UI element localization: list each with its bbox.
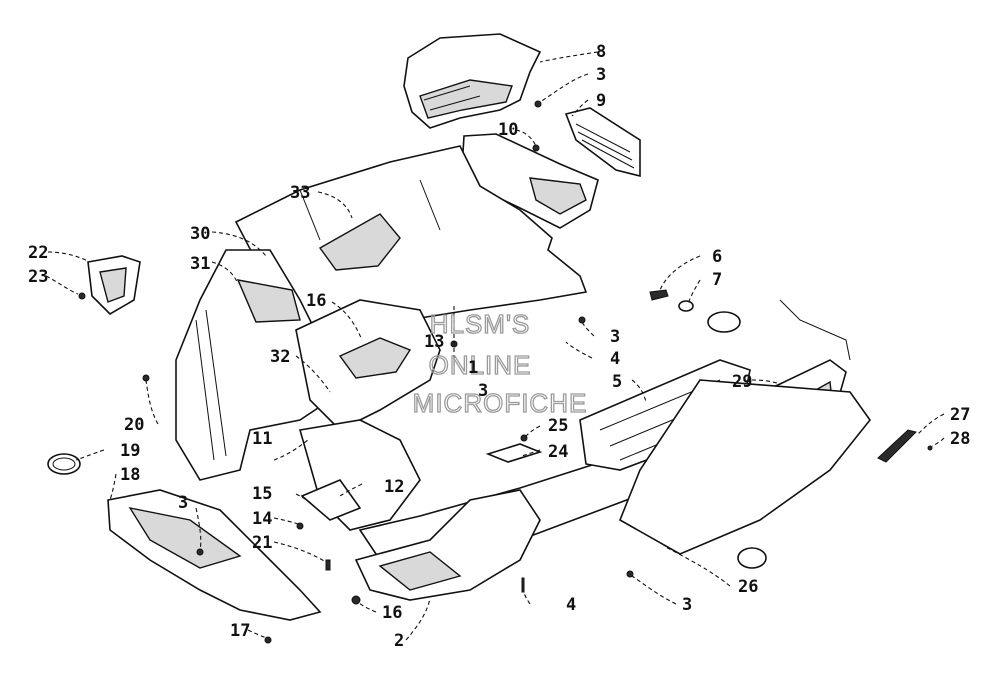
part-32-inner-panel — [295, 299, 441, 431]
callout-3: 3 — [178, 493, 188, 513]
callout-11: 11 — [252, 429, 272, 449]
part-19-ring — [47, 453, 81, 475]
callout-3: 3 — [478, 381, 488, 401]
part-18-front-bumper — [107, 489, 322, 621]
callout-5: 5 — [612, 372, 622, 392]
callout-2: 2 — [394, 631, 404, 651]
callout-25: 25 — [548, 416, 568, 436]
callout-19: 19 — [120, 441, 140, 461]
callout-6: 6 — [712, 247, 722, 267]
part-26-lower-panel — [618, 379, 872, 569]
callout-17: 17 — [230, 621, 250, 641]
callout-27: 27 — [950, 405, 970, 425]
callout-labels: 8 3 9 10 33 30 31 22 23 16 6 7 3 13 1 4 … — [28, 42, 970, 651]
callout-16: 16 — [306, 291, 326, 311]
screw-fasteners — [78, 100, 933, 644]
callout-21: 21 — [252, 533, 272, 553]
part-27-strip — [877, 429, 917, 463]
callout-4: 4 — [610, 349, 620, 369]
callout-24: 24 — [548, 442, 568, 462]
callout-16: 16 — [382, 603, 402, 623]
callout-30: 30 — [190, 224, 210, 244]
callout-22: 22 — [28, 243, 48, 263]
callout-8: 8 — [596, 42, 606, 62]
callout-3: 3 — [596, 65, 606, 85]
watermark-line-1: HLSM'S — [430, 309, 531, 339]
callout-13: 13 — [424, 332, 444, 352]
callout-26: 26 — [738, 577, 758, 597]
callout-1: 1 — [468, 358, 478, 378]
part-24-bracket — [485, 443, 543, 463]
callout-3: 3 — [610, 327, 620, 347]
callout-32: 32 — [270, 347, 290, 367]
part-30-31-left-body — [175, 249, 331, 481]
callout-15: 15 — [252, 484, 272, 504]
callout-23: 23 — [28, 267, 48, 287]
watermark: HLSM'S ONLINE MICROFICHE — [412, 308, 588, 418]
watermark-line-2: ONLINE — [429, 350, 532, 380]
callout-18: 18 — [120, 465, 140, 485]
part-11-12-15-lower-fairing — [298, 419, 421, 531]
callout-12: 12 — [384, 477, 404, 497]
part-9-vent — [564, 107, 641, 178]
watermark-line-3: MICROFICHE — [413, 388, 588, 418]
callout-4: 4 — [566, 595, 576, 615]
callout-31: 31 — [190, 254, 210, 274]
callout-7: 7 — [712, 270, 722, 290]
callout-28: 28 — [950, 429, 970, 449]
callout-14: 14 — [252, 509, 272, 529]
part-22-headlight-cover — [87, 255, 141, 316]
part-2-lower-cover — [354, 489, 541, 601]
callout-20: 20 — [124, 415, 144, 435]
part-8-console-shroud — [403, 33, 542, 129]
callout-29: 29 — [732, 372, 752, 392]
callout-33: 33 — [290, 183, 310, 203]
callout-3: 3 — [682, 595, 692, 615]
leader-lines — [45, 51, 945, 641]
callout-10: 10 — [498, 120, 518, 140]
part-6-7-fasteners — [649, 289, 741, 333]
callout-9: 9 — [596, 91, 606, 111]
